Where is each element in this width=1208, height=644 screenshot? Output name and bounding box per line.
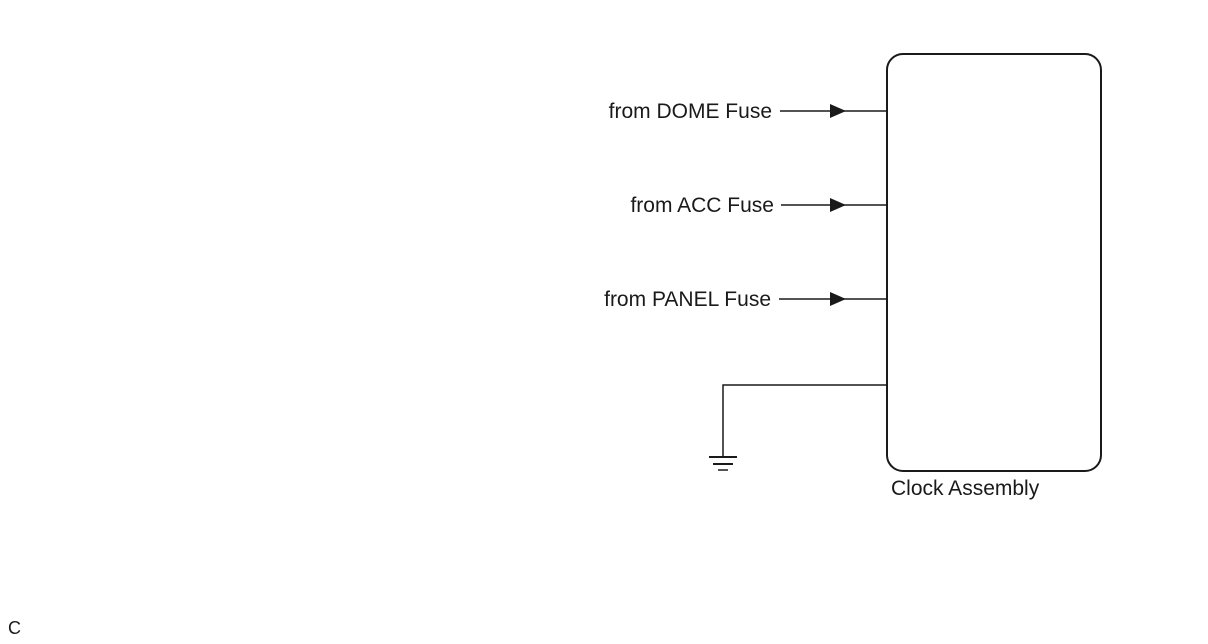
input-wire-acc: from ACC Fuse	[630, 194, 887, 217]
figure-code: C	[8, 618, 21, 638]
arrow-right-icon	[830, 292, 846, 306]
input-label-acc: from ACC Fuse	[630, 194, 774, 217]
input-wire-dome: from DOME Fuse	[609, 100, 887, 123]
wire-line	[722, 384, 887, 457]
ground-wire	[709, 384, 887, 471]
arrow-right-icon	[830, 198, 846, 212]
component-label: Clock Assembly	[891, 477, 1040, 500]
clock-assembly-box	[886, 53, 1102, 472]
input-wire-panel: from PANEL Fuse	[604, 288, 887, 311]
ground-icon	[709, 456, 737, 471]
input-label-dome: from DOME Fuse	[609, 100, 772, 123]
arrow-right-icon	[830, 104, 846, 118]
input-label-panel: from PANEL Fuse	[604, 288, 771, 311]
